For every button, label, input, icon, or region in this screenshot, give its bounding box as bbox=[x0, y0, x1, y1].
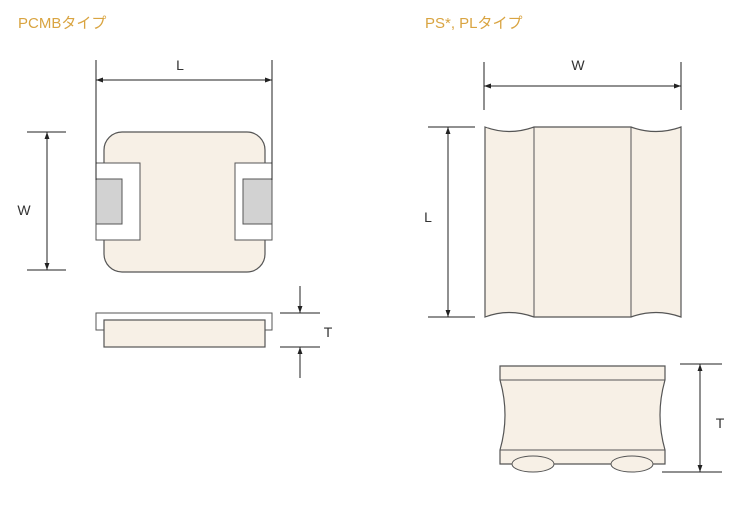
pcmb-side-body bbox=[103, 319, 266, 348]
ps-pl-side-view bbox=[499, 365, 666, 473]
pcmb-top-view bbox=[95, 131, 273, 273]
ps-pl-type-title: PS*, PLタイプ bbox=[425, 15, 523, 32]
ps-pl-left-terminal-pad bbox=[511, 455, 555, 473]
pcmb-type-title: PCMBタイプ bbox=[18, 15, 107, 32]
pcmb-side-view bbox=[95, 312, 273, 348]
pcmb-left-terminal-pad bbox=[95, 178, 123, 225]
pcmb-length-dimension: L bbox=[95, 57, 273, 180]
ps-pl-thickness-dimension: T bbox=[662, 363, 725, 473]
ps-pl-width-label: W bbox=[571, 57, 585, 73]
pcmb-width-label: W bbox=[17, 202, 31, 218]
pcmb-right-terminal-pad bbox=[242, 178, 273, 225]
pcmb-thickness-dimension: T bbox=[280, 286, 333, 378]
ps-pl-top-view bbox=[484, 126, 682, 318]
pcmb-width-dimension: W bbox=[17, 131, 66, 271]
ps-pl-side-body bbox=[499, 365, 666, 465]
ps-pl-length-label: L bbox=[424, 209, 432, 225]
pcmb-thickness-label: T bbox=[324, 324, 333, 340]
ps-pl-length-dimension: L bbox=[424, 126, 475, 318]
ps-pl-body bbox=[484, 126, 682, 318]
ps-pl-right-terminal-pad bbox=[610, 455, 654, 473]
ps-pl-width-dimension: W bbox=[483, 57, 682, 110]
ps-pl-thickness-label: T bbox=[716, 415, 725, 431]
pcmb-length-label: L bbox=[176, 57, 184, 73]
